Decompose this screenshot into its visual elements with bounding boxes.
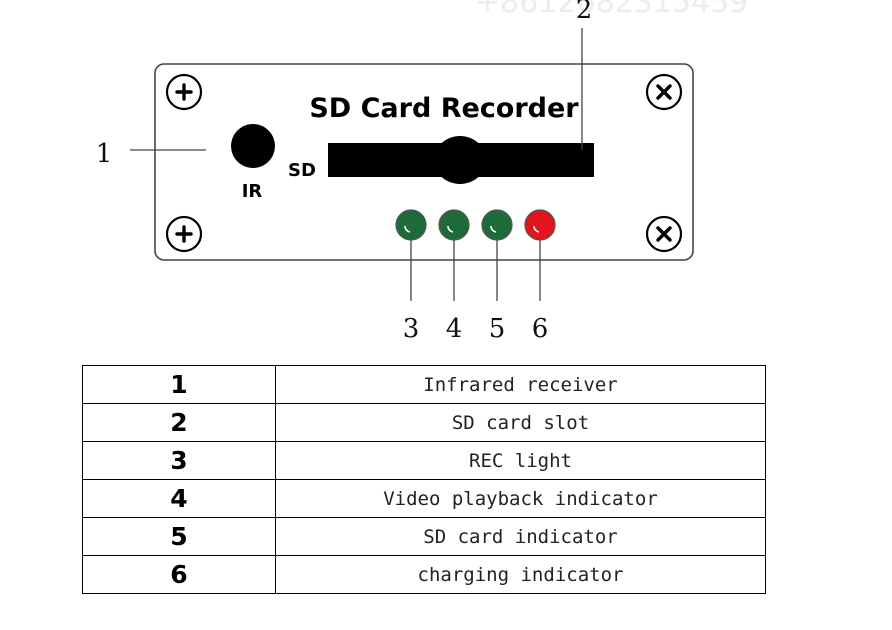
- device-diagram: +8612682315459 SD Card Recorder IR SD 1 …: [96, 0, 749, 344]
- legend-number: 2: [82, 403, 276, 442]
- legend-description: charging indicator: [275, 555, 766, 594]
- screw-icon: [645, 215, 683, 253]
- callout-number: 5: [489, 314, 506, 344]
- ir-label: IR: [242, 181, 263, 202]
- legend-number: 4: [82, 479, 276, 518]
- led-light: [438, 209, 470, 241]
- legend-number: 5: [82, 517, 276, 556]
- led-highlight: [490, 225, 497, 233]
- callout-number: 3: [403, 314, 420, 344]
- screw-icon: [165, 215, 203, 253]
- callout-number: 1: [96, 139, 113, 169]
- led-indicator: 4: [438, 209, 470, 344]
- legend-number: 6: [82, 555, 276, 594]
- callout-number: 4: [446, 314, 463, 344]
- led-light: [395, 209, 427, 241]
- watermark-text: +8612682315459: [475, 0, 748, 20]
- panel-title: SD Card Recorder: [309, 93, 579, 124]
- sd-label: SD: [288, 160, 316, 181]
- ir-receiver: [231, 124, 275, 168]
- led-light: [524, 209, 556, 241]
- callout-number: 6: [532, 314, 549, 344]
- led-indicator: 6: [524, 209, 556, 344]
- screw-icon: [165, 73, 203, 111]
- led-indicator: 3: [395, 209, 427, 344]
- legend-number: 1: [82, 365, 276, 404]
- led-highlight: [447, 225, 454, 233]
- legend-description: Infrared receiver: [275, 365, 766, 404]
- legend-description: SD card slot: [275, 403, 766, 442]
- led-highlight: [533, 225, 540, 233]
- screw-icon: [645, 73, 683, 111]
- led-highlight: [404, 225, 411, 233]
- sd-card-slot: [328, 136, 594, 184]
- legend-description: Video playback indicator: [275, 479, 766, 518]
- legend-number: 3: [82, 441, 276, 480]
- callout-number: 2: [576, 0, 593, 25]
- legend-description: REC light: [275, 441, 766, 480]
- legend-description: SD card indicator: [275, 517, 766, 556]
- led-light: [481, 209, 513, 241]
- led-indicator: 5: [481, 209, 513, 344]
